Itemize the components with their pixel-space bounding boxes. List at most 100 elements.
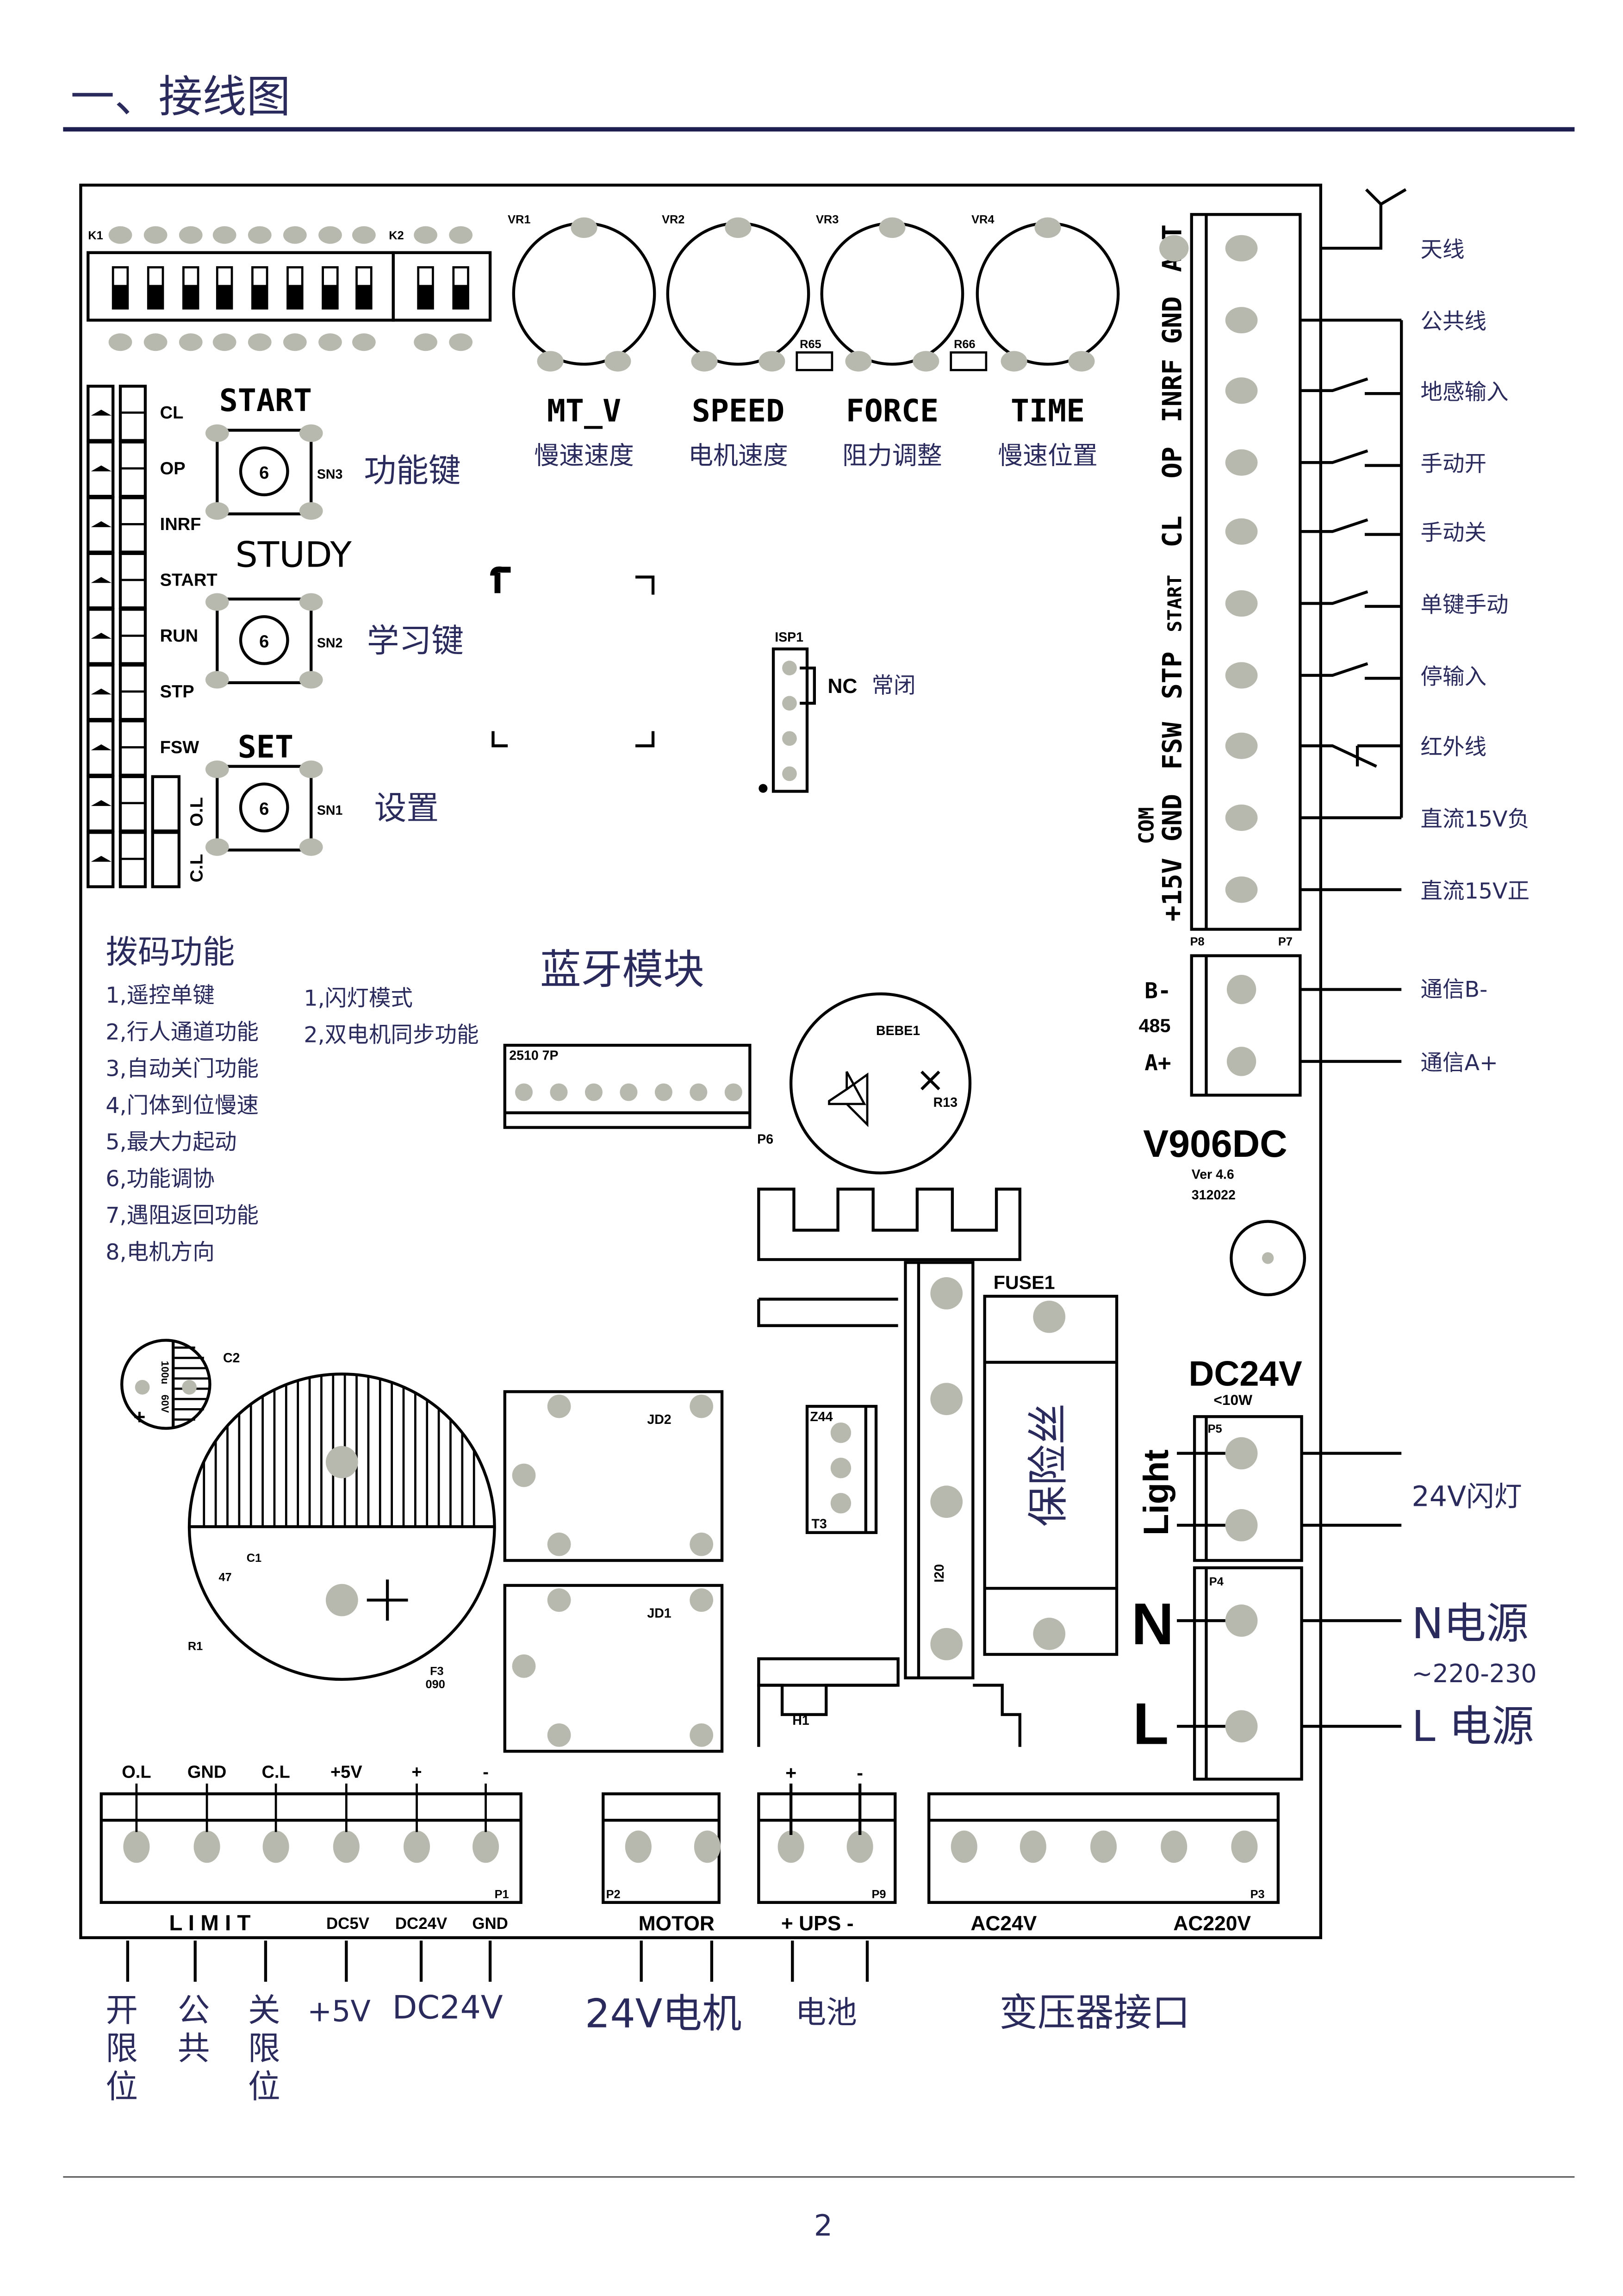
terminal-pin-op [1225,449,1258,476]
wire-label-cn_close: 关 [248,1992,280,2029]
mains-voltage: ~220-230 [1412,1659,1536,1688]
wire-label-dc24v: DC24V [392,1989,503,2026]
dip-pin [248,226,272,244]
dc5v-label: DC5V [326,1915,370,1933]
p6-pin [724,1083,742,1101]
wire-label: 单键手动 [1420,593,1508,618]
wire-label: 公共线 [1420,309,1486,335]
dip-pin [318,226,342,244]
p1-pin [473,1830,499,1863]
dip-function-title: 拨码功能 [106,933,235,971]
r65-resistor [796,351,833,371]
pot-pad [913,351,939,372]
switch-icon [1300,518,1402,536]
p5-ref: P5 [1208,1423,1222,1435]
switch-icon [1300,377,1402,395]
button-pad [205,593,229,611]
wire-label-cn_common: 共 [178,2030,210,2067]
wire-label-b: 通信B- [1420,977,1487,1002]
dip-function-k1: 8,电机方向 [106,1240,215,1265]
model-name: V906DC [1143,1123,1287,1165]
terminal-pin [1020,1830,1046,1863]
led-resistor [151,775,181,833]
fuse: FUSE1 保险丝 [983,1272,1119,1656]
wire-label: 直流15V负 [1420,807,1530,832]
dip-pin [352,226,376,244]
pot-pad [604,351,631,372]
terminal-pin [1161,1830,1188,1863]
pot-speed [666,222,810,366]
terminal-pin-start [1225,590,1258,617]
model-version: Ver 4.6 [1192,1167,1234,1182]
p1-pin-label: C.L [261,1762,290,1782]
isp-header: ISP1 NC 常闭 [759,630,916,793]
button-pad [299,424,323,442]
dip-function-k2: 2,双电机同步功能 [304,1023,479,1048]
motor-label: MOTOR [639,1912,715,1935]
pot-ref: VR3 [816,213,839,226]
p8-ref: P8 [1190,935,1205,948]
c1-value: 47 [218,1571,231,1584]
terminal-label: STP [1157,651,1188,699]
wire-label-motor: 24V电机 [585,1991,742,2037]
dip-switch-lever [418,285,433,309]
p9-ref: P9 [872,1888,886,1901]
r66-resistor [950,351,988,371]
k1-body [87,251,395,322]
led-arrow-icon [91,577,112,583]
flash-light-label: 24V闪灯 [1412,1481,1522,1513]
dip-pin [352,333,376,351]
k2-body [392,251,492,322]
wire-label-5v: +5V [307,1994,371,2028]
terminal-pin-ant [1225,235,1258,262]
n-label: N [1132,1591,1174,1657]
fuse-ref: FUSE1 [994,1272,1055,1293]
dip-pin [179,226,203,244]
buzzer: BEBE1 R13 [789,992,972,1175]
p1-pin-label: - [483,1762,489,1782]
pot-pad [759,351,785,372]
p7-ref: P7 [1278,935,1293,948]
heatsink-lower [757,1684,1021,1747]
terminal-label: INRF [1157,359,1188,422]
button-pad [205,424,229,442]
button-pad [205,671,229,689]
dip-pin [414,333,437,351]
terminal-label: OP [1157,447,1188,479]
nc-switch-icon [1300,744,1402,768]
wire-label-cn_common: 公 [178,1992,210,2029]
button-pad [299,671,323,689]
p6-ref: P6 [757,1132,773,1147]
f3-ref: F3 [430,1665,444,1678]
dip-pin [318,333,342,351]
light-terminal: P5 Light 24V闪灯 [1137,1415,1522,1562]
terminal-pin [1090,1830,1117,1863]
button-cap [239,615,289,665]
dip-switch-lever [287,285,303,309]
dip-function-k1: 5,最大力起动 [106,1129,236,1155]
dip-switch-lever [252,285,267,309]
terminal-pin [951,1830,977,1863]
limit-label: L I M I T [169,1911,250,1935]
dip-function-k1: 7,遇阻返回功能 [106,1203,259,1229]
regulator-z44: Z44 T3 [805,1404,878,1534]
dip-pin [212,333,236,351]
nc-label: NC [827,675,857,698]
p1-pin-label: + [411,1762,422,1782]
led-label: INRF [160,515,201,534]
dip-pin [179,333,203,351]
dip-pin [248,333,272,351]
p6-header: 2510 7P P6 [503,1043,773,1147]
button-pad [205,502,229,520]
switch-icon [1300,590,1402,608]
wire-label: 手动关 [1420,520,1486,546]
terminal-pin-cl [1225,518,1258,545]
terminal-pin [777,1830,804,1863]
ac220v-label: AC220V [1173,1912,1251,1935]
light-power: <10W [1213,1391,1252,1408]
com-label: COM [1135,807,1158,844]
wire-label: 红外线 [1420,735,1486,760]
